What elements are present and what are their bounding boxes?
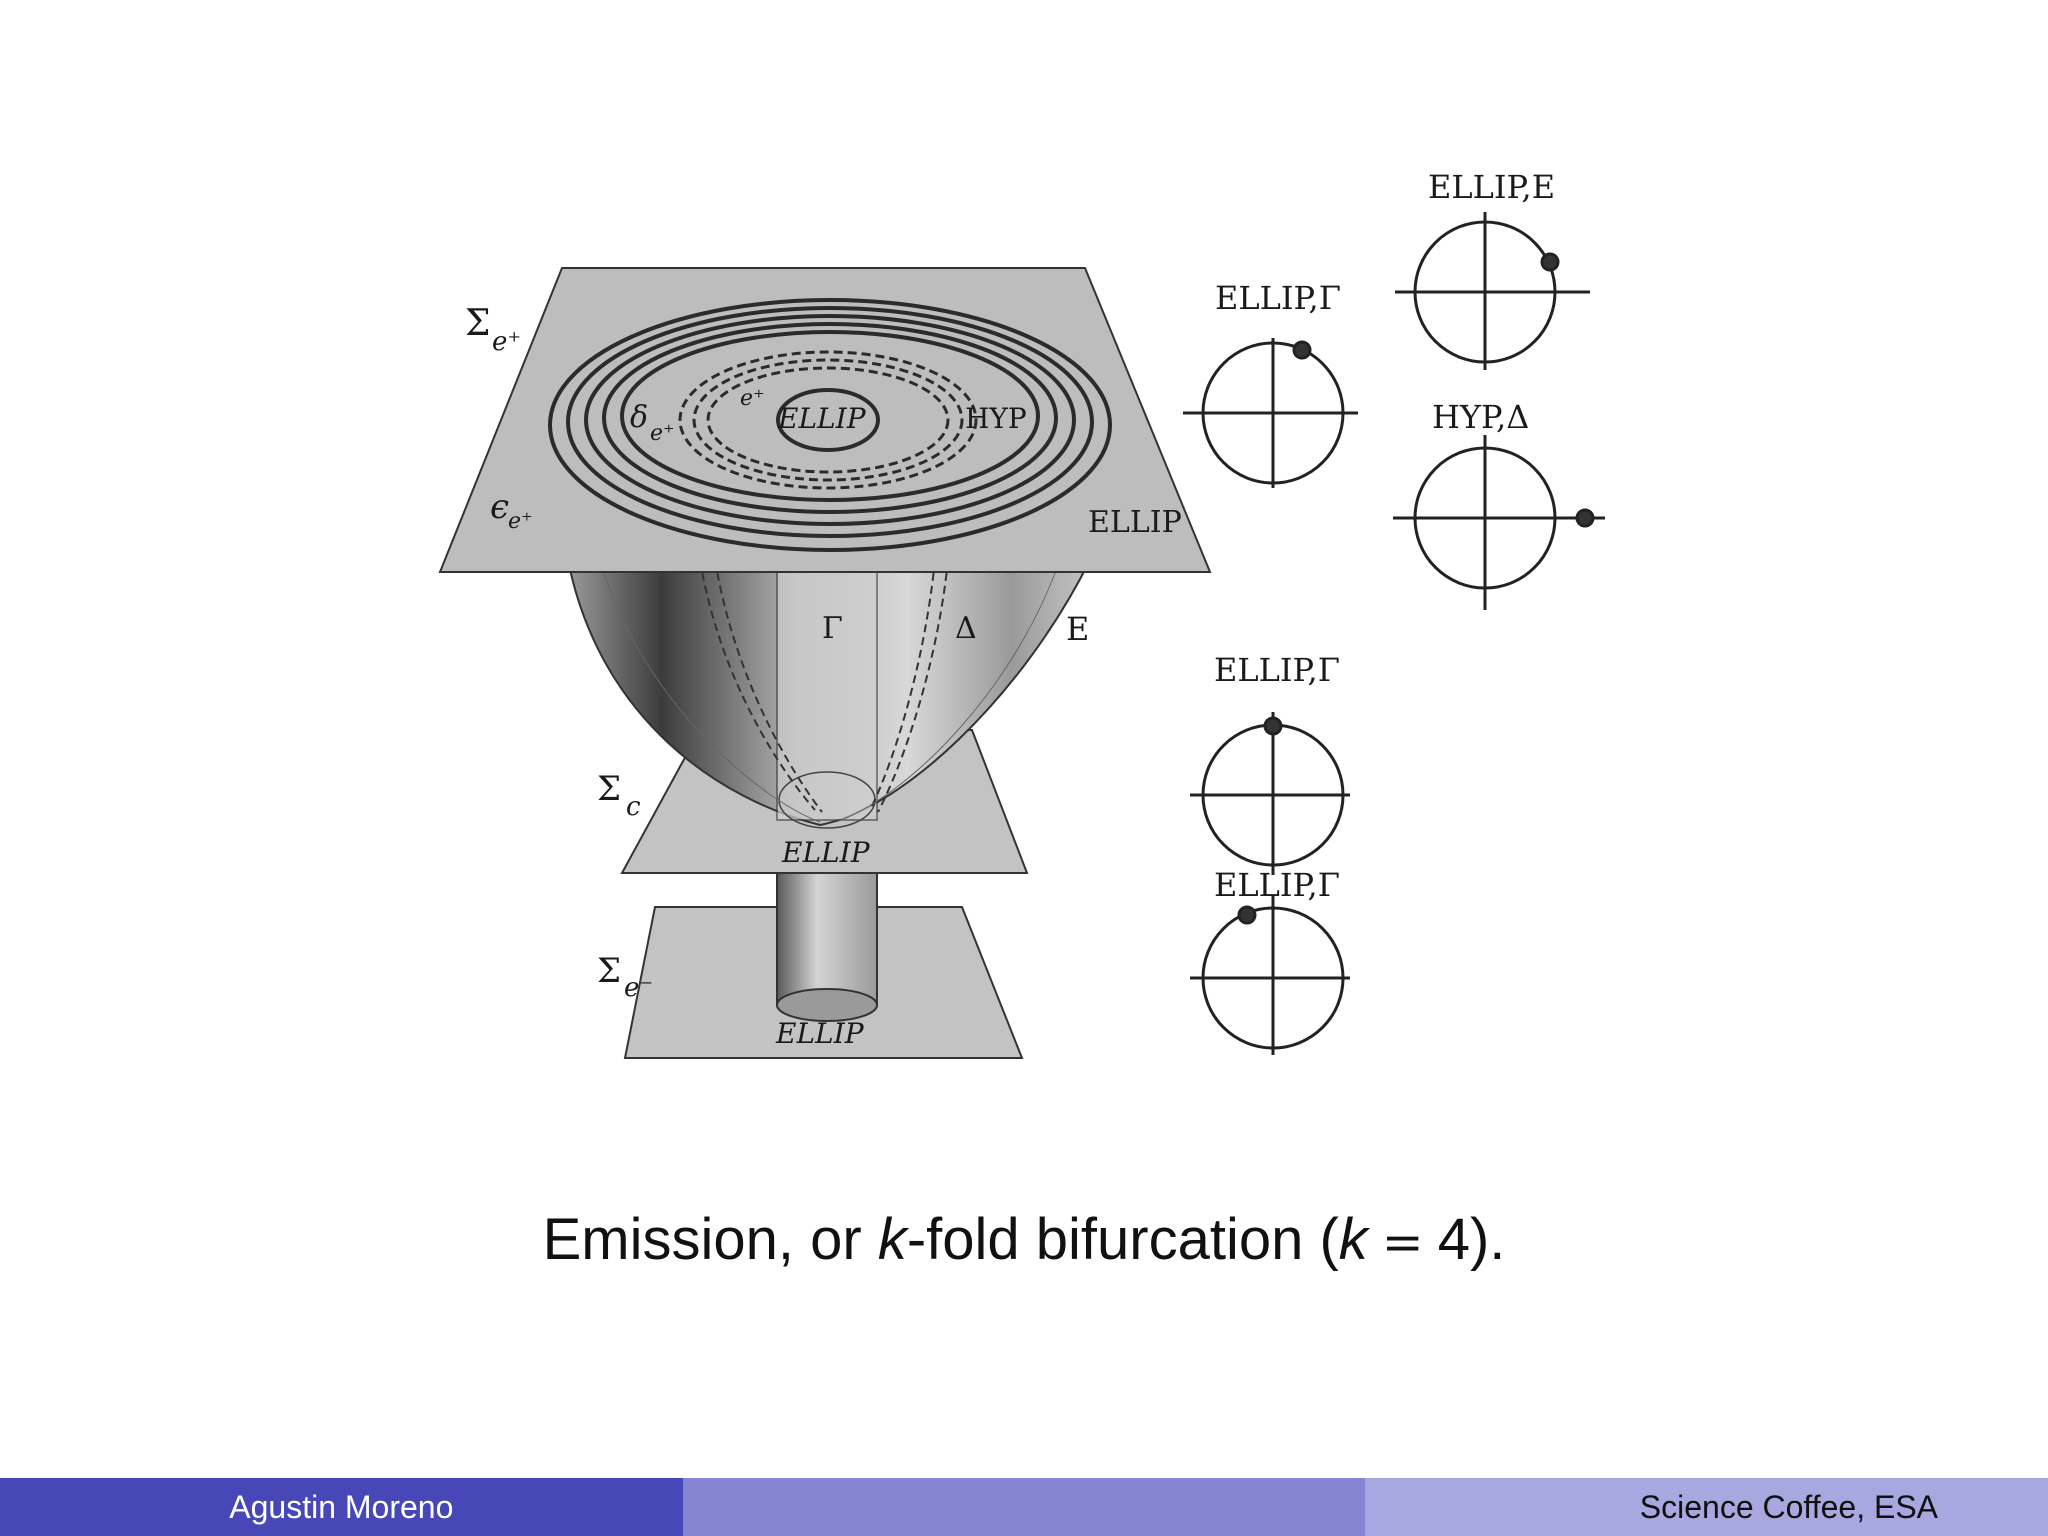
circle-label-ellip-gamma-1: ELLIP,Γ	[1215, 279, 1341, 317]
sigma-c-label: Σ	[597, 769, 621, 809]
circle-label-hyp-delta: HYP,Δ	[1432, 398, 1529, 436]
caption-k-1: k	[877, 1207, 907, 1272]
sigma-e-plus-label: Σ	[465, 303, 490, 344]
delta-subscript: e⁺	[650, 421, 675, 446]
footer-venue-text: Science Coffee, ESA	[1639, 1488, 1939, 1525]
footer-author: Agustin Moreno	[0, 1478, 683, 1536]
caption-equals: =	[1381, 1213, 1424, 1271]
slide-caption: Emission, or k-fold bifurcation (k=4).	[0, 1206, 2048, 1273]
caption-text-2: -fold bifurcation (	[906, 1207, 1339, 1272]
caption-text-1: Emission, or	[542, 1207, 878, 1272]
epsilon-label: ϵ	[490, 487, 509, 527]
circle-diagram-hyp-delta: HYP,Δ	[1393, 398, 1605, 610]
circle-diagram-ellip-gamma-3: ELLIP,Γ	[1190, 866, 1350, 1055]
caption-k-2: k	[1338, 1207, 1368, 1272]
footer-author-text: Agustin Moreno	[229, 1488, 454, 1525]
ellip-center-label: ELLIP	[777, 402, 867, 435]
footer-venue: Science Coffee, ESA	[1365, 1478, 2048, 1536]
circle-label-ellip-gamma-2: ELLIP,Γ	[1214, 651, 1340, 689]
circle-diagram-ellip-e: ELLIP,E	[1395, 168, 1590, 370]
bifurcation-figure: Σ e⁺ δ e⁺ e⁺ ELLIP HYP ϵ e⁺ ELLIP Γ Δ E …	[438, 168, 1605, 1059]
footer-bar: Agustin Moreno Science Coffee, ESA	[0, 1478, 2048, 1536]
sigma-e-minus-subscript: e⁻	[624, 973, 653, 1003]
hyp-top-label: HYP	[965, 402, 1027, 435]
ellip-top-right-label: ELLIP	[1088, 505, 1182, 540]
gamma-label: Γ	[822, 611, 843, 646]
circle-diagram-ellip-gamma-1: ELLIP,Γ	[1183, 279, 1358, 488]
delta-big-label: Δ	[955, 611, 977, 646]
footer-middle	[682, 1478, 1366, 1536]
caption-text-3: 4).	[1437, 1207, 1506, 1272]
ellip-mid-label: ELLIP	[781, 836, 871, 869]
ellip-bottom-label: ELLIP	[775, 1017, 865, 1050]
epsilon-subscript: e⁺	[508, 509, 533, 534]
sigma-c-subscript: c	[626, 792, 641, 822]
orbit-rings	[548, 298, 1112, 552]
sigma-e-minus-label: Σ	[597, 951, 621, 991]
e-plus-label: e⁺	[740, 386, 765, 411]
circle-diagram-ellip-gamma-2: ELLIP,Γ	[1190, 651, 1350, 875]
delta-label: δ	[630, 400, 648, 435]
sigma-e-plus-subscript: e⁺	[492, 327, 521, 357]
central-ellip-orbit	[776, 388, 880, 452]
e-label: E	[1066, 610, 1089, 648]
circle-label-ellip-e: ELLIP,E	[1428, 168, 1555, 206]
circle-label-ellip-gamma-3: ELLIP,Γ	[1214, 866, 1340, 904]
